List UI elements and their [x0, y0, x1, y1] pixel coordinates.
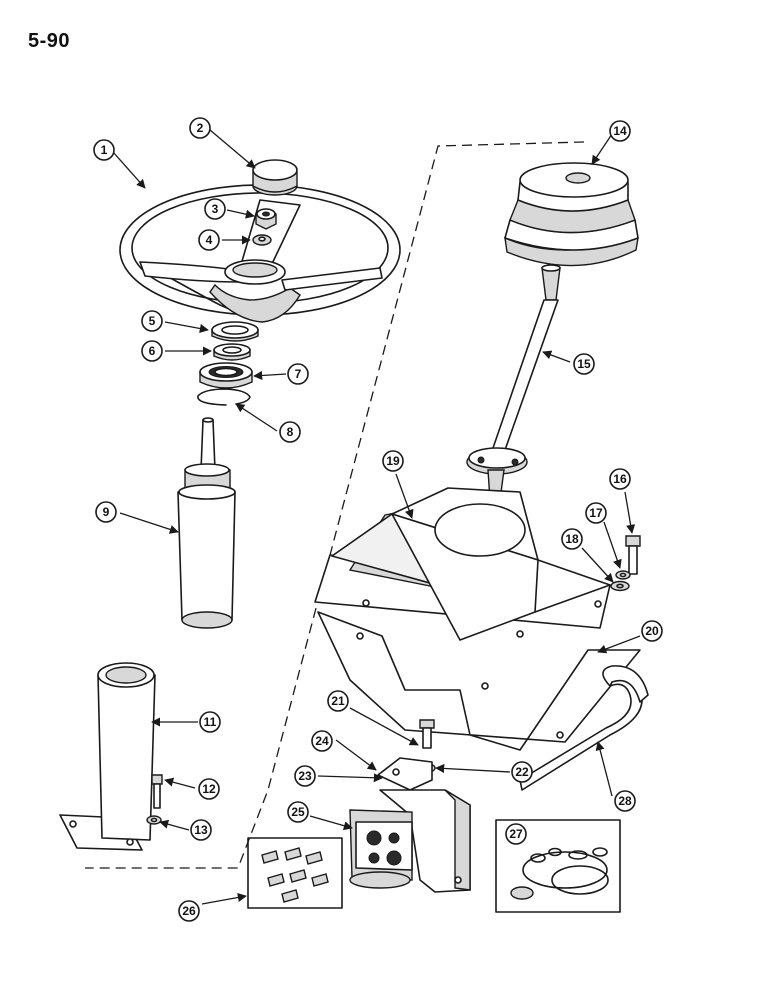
callout-1: 1: [93, 139, 115, 161]
callout-24: 24: [311, 730, 333, 752]
callout-5: 5: [141, 310, 163, 332]
leader-lines: [112, 129, 641, 905]
callout-3: 3: [204, 198, 226, 220]
callout-7: 7: [287, 363, 309, 385]
horn-cap: [252, 159, 298, 196]
callout-15-label: 15: [577, 357, 591, 371]
lock-washer-right: [615, 570, 631, 580]
callout-9-label: 9: [103, 505, 110, 519]
callout-26: 26: [178, 900, 200, 922]
callout-14: 14: [609, 120, 631, 142]
callout-9: 9: [95, 501, 117, 523]
lock-washer-small: [146, 815, 162, 825]
console-cover: [314, 487, 611, 690]
bearing: [199, 362, 253, 389]
callout-15: 15: [573, 353, 595, 375]
callout-4: 4: [198, 229, 220, 251]
snap-ring: [197, 388, 251, 406]
washer: [252, 234, 272, 246]
callout-2-label: 2: [197, 121, 204, 135]
callout-2: 2: [189, 117, 211, 139]
callout-18-label: 18: [565, 532, 579, 546]
callout-14-label: 14: [613, 124, 627, 138]
callout-8-label: 8: [287, 425, 294, 439]
callout-19-label: 19: [386, 454, 400, 468]
seal: [211, 321, 259, 342]
callout-21-label: 21: [331, 694, 345, 708]
callout-23-label: 23: [298, 769, 312, 783]
callout-17: 17: [585, 502, 607, 524]
callout-25-label: 25: [291, 805, 305, 819]
callout-27: 27: [505, 823, 527, 845]
callout-5-label: 5: [149, 314, 156, 328]
nut: [255, 208, 277, 230]
flat-washer-right: [610, 580, 630, 592]
mounting-bolt: [419, 719, 435, 749]
callout-12: 12: [198, 778, 220, 800]
steering-wheel: [119, 184, 401, 323]
callout-17-label: 17: [589, 506, 603, 520]
callout-19: 19: [382, 450, 404, 472]
steering-valve: [349, 809, 413, 889]
bolt-right: [625, 535, 641, 575]
callout-7-label: 7: [295, 367, 302, 381]
callout-16: 16: [609, 468, 631, 490]
callout-4-label: 4: [206, 233, 213, 247]
callout-8: 8: [279, 421, 301, 443]
callout-22-label: 22: [515, 765, 529, 779]
valve-bracket: [379, 789, 471, 893]
strap: [519, 665, 649, 791]
assembly-boundary-dashed-line: [85, 141, 585, 869]
seal-kit-box: [247, 837, 343, 909]
o-ring-kit-box: [495, 819, 621, 913]
callout-23: 23: [294, 765, 316, 787]
steering-shaft: [177, 417, 236, 629]
callout-13: 13: [190, 819, 212, 841]
callout-20: 20: [641, 620, 663, 642]
callout-6: 6: [141, 340, 163, 362]
rubber-boot: [504, 162, 639, 267]
mounting-plate: [377, 757, 433, 791]
gasket-plate: [317, 611, 641, 751]
callout-6-label: 6: [149, 344, 156, 358]
page-number: 5-90: [28, 30, 71, 52]
spacer: [213, 343, 251, 361]
callout-24-label: 24: [315, 734, 329, 748]
callout-12-label: 12: [202, 782, 216, 796]
callout-26-label: 26: [182, 904, 196, 918]
column-tube: [59, 662, 156, 851]
callout-25: 25: [287, 801, 309, 823]
callout-11: 11: [199, 711, 221, 733]
callout-28-label: 28: [618, 794, 632, 808]
callout-28: 28: [614, 790, 636, 812]
callout-3-label: 3: [212, 202, 219, 216]
callout-13-label: 13: [194, 823, 208, 837]
splined-shaft: [466, 264, 561, 501]
callout-11-label: 11: [204, 715, 217, 729]
callout-21: 21: [327, 690, 349, 712]
callout-16-label: 16: [613, 472, 627, 486]
callout-1-label: 1: [101, 143, 108, 157]
callout-18: 18: [561, 528, 583, 550]
bolt-small: [151, 774, 163, 809]
callout-20-label: 20: [645, 624, 659, 638]
callout-27-label: 27: [509, 827, 523, 841]
callout-22: 22: [511, 761, 533, 783]
